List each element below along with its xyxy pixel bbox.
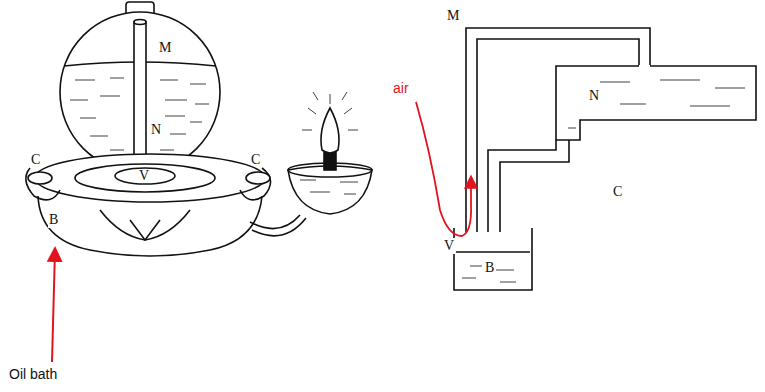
part-letter: V <box>443 238 455 254</box>
part-letter: N <box>150 122 162 138</box>
part-letter: C <box>250 152 261 168</box>
oil-bath-note: Oil bath <box>8 366 58 382</box>
part-letter: M <box>158 40 172 56</box>
part-letter: B <box>484 260 495 276</box>
air-note: air <box>392 80 410 96</box>
part-letter: B <box>48 212 59 228</box>
part-letter: M <box>446 8 460 24</box>
part-letter: C <box>30 152 41 168</box>
part-letter: V <box>138 168 150 184</box>
part-letter: N <box>588 88 600 104</box>
part-letter: C <box>612 184 623 200</box>
